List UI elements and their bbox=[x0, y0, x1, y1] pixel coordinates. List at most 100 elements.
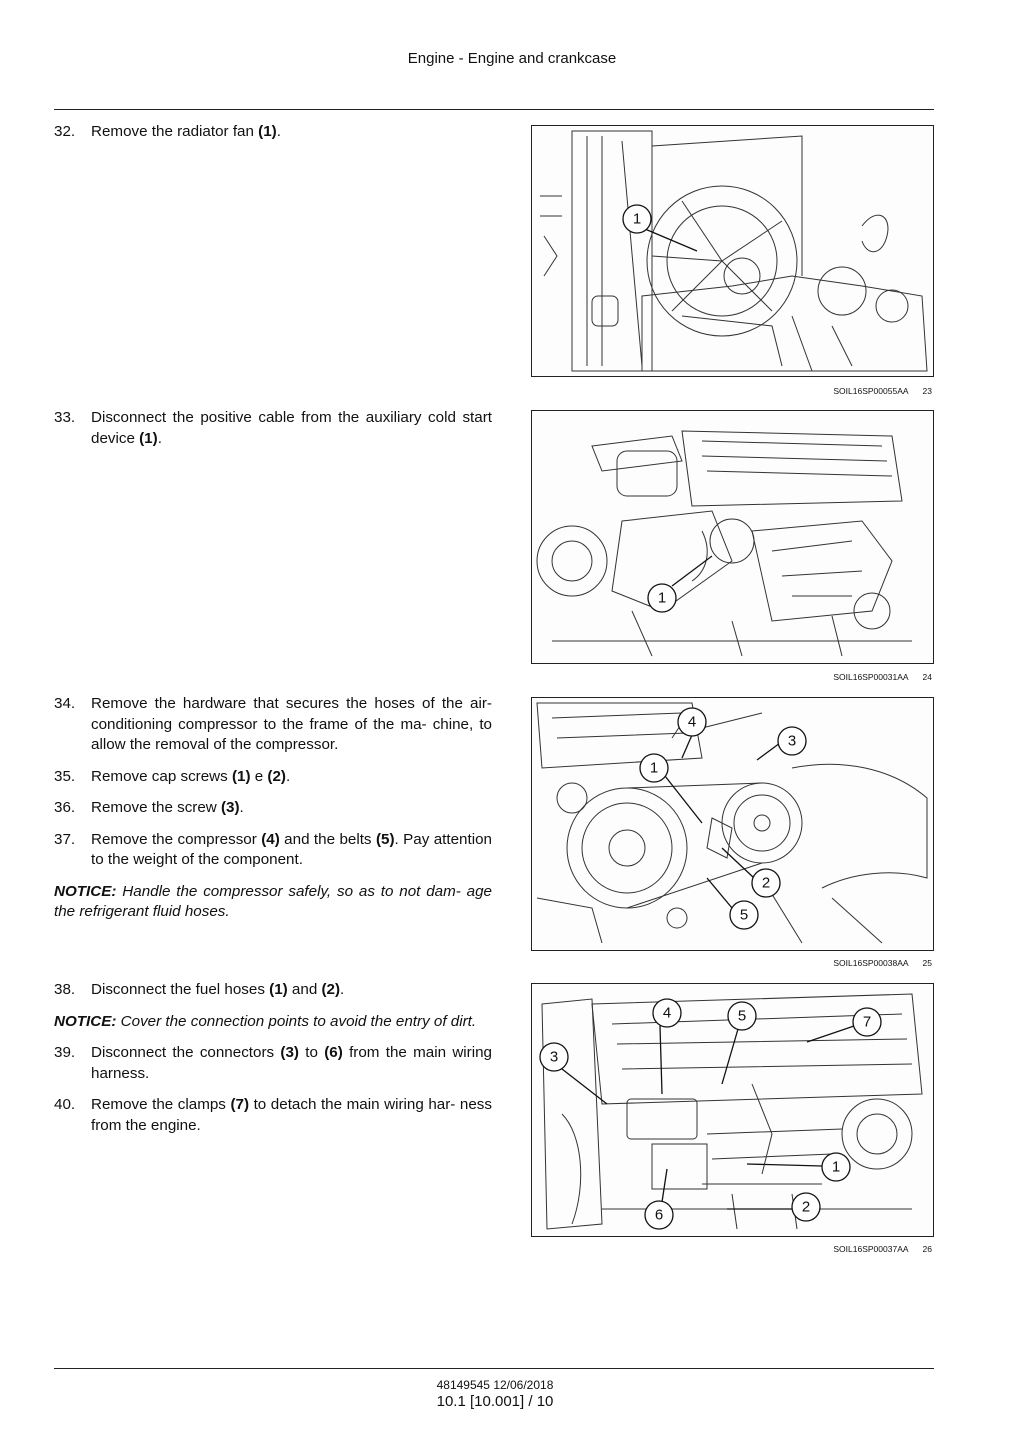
callout-7: 7 bbox=[806, 1007, 882, 1043]
procedure-step: 32. Remove the radiator fan (1). bbox=[54, 122, 492, 143]
step-number: 37. bbox=[54, 830, 76, 848]
callout-4: 4 bbox=[652, 998, 682, 1095]
step-text: . bbox=[276, 123, 281, 140]
step-text: Remove the clamps bbox=[91, 1096, 231, 1113]
callout-5: 5 bbox=[706, 877, 759, 930]
step-text: Remove cap screws bbox=[91, 767, 232, 785]
figure-number: 25 bbox=[922, 958, 932, 968]
step-reference: (1) bbox=[258, 123, 277, 140]
figure-compressor: 4 3 1 2 5 bbox=[531, 697, 934, 951]
step-text: . bbox=[340, 981, 345, 998]
section-text: 34. Remove the hardware that secures the … bbox=[54, 694, 492, 934]
step-reference: (2) bbox=[267, 767, 286, 785]
step-reference: (5) bbox=[375, 830, 395, 848]
procedure-step: 34. Remove the hardware that secures the … bbox=[54, 694, 492, 756]
notice-label: NOTICE: bbox=[54, 882, 117, 900]
step-text: . bbox=[285, 767, 291, 785]
callout-3: 3 bbox=[756, 726, 807, 761]
procedure-step: 37. Remove the compressor (4) and the bel… bbox=[54, 830, 492, 871]
callout-label: 5 bbox=[738, 1008, 746, 1025]
figure-radiator-fan: 1 bbox=[531, 125, 934, 377]
step-text: . bbox=[239, 799, 244, 816]
figure-number: 26 bbox=[922, 1244, 932, 1254]
step-reference: (1) bbox=[139, 429, 158, 447]
callout-1: 1 bbox=[639, 753, 703, 824]
callout-label: 1 bbox=[832, 1159, 840, 1176]
notice-label: NOTICE: bbox=[54, 1012, 117, 1030]
figure-code: SOIL16SP00031AA bbox=[833, 672, 909, 682]
callout-label: 3 bbox=[788, 733, 796, 750]
step-text: to detach the main wiring har- ness from… bbox=[91, 1096, 492, 1134]
step-number: 35. bbox=[54, 767, 76, 785]
figure-caption: SOIL16SP00037AA 26 bbox=[531, 1244, 932, 1254]
step-reference: (1) bbox=[231, 767, 251, 785]
footer-page-number: 10.1 [10.001] / 10 bbox=[436, 1393, 554, 1410]
callout-label: 4 bbox=[663, 1005, 671, 1022]
step-number: 33. bbox=[54, 409, 76, 426]
callout-label: 2 bbox=[802, 1199, 810, 1216]
callout-1: 1 bbox=[647, 555, 713, 613]
step-text: Remove the hardware that secures the hos… bbox=[91, 695, 492, 753]
notice: NOTICE: Cover the connection points to a… bbox=[54, 1012, 492, 1033]
step-reference: (6) bbox=[324, 1044, 343, 1061]
step-text: Remove the screw bbox=[91, 799, 221, 816]
figure-code: SOIL16SP00038AA bbox=[833, 958, 909, 968]
callout-label: 6 bbox=[655, 1207, 663, 1224]
callout-2: 2 bbox=[727, 1192, 821, 1222]
section-text: 38. Disconnect the fuel hoses (1) and (2)… bbox=[54, 980, 492, 1147]
step-number: 32. bbox=[54, 123, 76, 140]
step-text: Disconnect the fuel hoses bbox=[91, 981, 270, 998]
figure-caption: SOIL16SP00031AA 24 bbox=[531, 672, 932, 682]
section-text: 32. Remove the radiator fan (1). bbox=[54, 122, 492, 154]
section-text: 33. Disconnect the positive cable from th… bbox=[54, 408, 492, 460]
step-reference: (1) bbox=[269, 981, 288, 998]
figure-cold-start: 1 bbox=[531, 410, 934, 664]
step-reference: (4) bbox=[261, 830, 280, 848]
figure-caption: SOIL16SP00038AA 25 bbox=[531, 958, 932, 968]
step-text: e bbox=[250, 767, 268, 785]
callout-label: 2 bbox=[762, 875, 770, 892]
step-reference: (7) bbox=[230, 1096, 250, 1113]
procedure-step: 39.Disconnect the connectors (3) to (6) … bbox=[54, 1043, 492, 1084]
step-text: Disconnect the connectors bbox=[91, 1044, 281, 1061]
procedure-step: 38. Disconnect the fuel hoses (1) and (2)… bbox=[54, 980, 492, 1001]
notice: NOTICE: Handle the compressor safely, so… bbox=[54, 882, 492, 923]
callout-label: 1 bbox=[633, 211, 641, 228]
callout-label: 3 bbox=[550, 1049, 558, 1066]
step-reference: (3) bbox=[220, 799, 240, 816]
step-text: Disconnect the positive cable from the a… bbox=[91, 409, 492, 447]
procedure-step: 36. Remove the screw (3). bbox=[54, 798, 492, 819]
callout-label: 1 bbox=[650, 760, 658, 777]
step-reference: (2) bbox=[321, 981, 341, 998]
step-text: Remove the radiator fan bbox=[91, 123, 259, 140]
callout-label: 7 bbox=[863, 1014, 871, 1031]
callout-6: 6 bbox=[644, 1168, 674, 1230]
step-text: Remove the compressor bbox=[91, 830, 262, 848]
callout-1: 1 bbox=[622, 204, 698, 252]
figure-number: 24 bbox=[922, 672, 932, 682]
callout-5: 5 bbox=[721, 1001, 757, 1085]
callout-3: 3 bbox=[539, 1042, 608, 1105]
callout-label: 1 bbox=[658, 590, 666, 607]
step-reference: (3) bbox=[280, 1044, 299, 1061]
step-number: 40. bbox=[54, 1096, 76, 1113]
callout-label: 5 bbox=[740, 907, 748, 924]
header-rule bbox=[54, 109, 934, 110]
step-text: . bbox=[157, 429, 162, 447]
figure-code: SOIL16SP00037AA bbox=[833, 1244, 909, 1254]
step-number: 39. bbox=[54, 1044, 76, 1061]
figure-number: 23 bbox=[922, 386, 932, 396]
step-text: and the belts bbox=[279, 830, 376, 848]
notice-text: Handle the compressor safely, so as to n… bbox=[54, 882, 492, 921]
callout-1: 1 bbox=[746, 1152, 851, 1182]
step-number: 36. bbox=[54, 799, 76, 816]
step-text: and bbox=[287, 981, 322, 998]
step-text: to bbox=[298, 1044, 325, 1061]
step-number: 34. bbox=[54, 695, 76, 712]
callout-2: 2 bbox=[721, 847, 781, 898]
step-number: 38. bbox=[54, 981, 76, 998]
callout-4: 4 bbox=[677, 707, 707, 759]
footer-rule bbox=[54, 1368, 934, 1369]
step-text: from the main wiring harness. bbox=[91, 1044, 493, 1082]
